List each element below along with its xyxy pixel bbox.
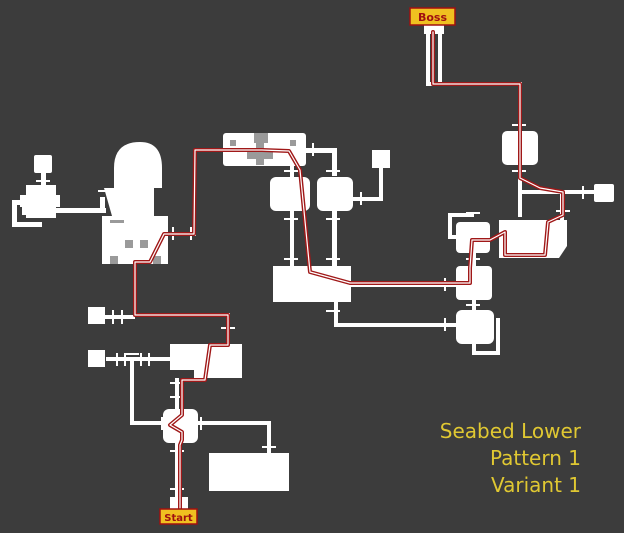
room-left-stub-b	[88, 350, 105, 367]
room-left-stub-a	[88, 307, 105, 324]
route-path	[133, 30, 565, 514]
room-right-far	[594, 184, 614, 202]
room-right-wide	[499, 220, 567, 258]
start-marker[interactable]: Start	[159, 508, 198, 525]
room-right-mid	[456, 266, 492, 300]
boss-marker[interactable]: Boss	[409, 7, 456, 26]
room-castle	[102, 142, 168, 264]
room-far-left-top	[34, 155, 52, 173]
room-lower-hall	[209, 453, 289, 491]
variant-label: Variant 1	[490, 473, 581, 497]
room-right-lower	[456, 310, 494, 344]
pattern-label: Pattern 1	[489, 446, 581, 470]
map-info: Seabed Lower Pattern 1 Variant 1	[440, 418, 581, 499]
area-name: Seabed Lower	[439, 419, 581, 443]
room-start-area	[163, 409, 198, 443]
route-line-inner	[134, 31, 564, 513]
room-top-right-small	[372, 150, 390, 168]
room-middle-right	[317, 177, 353, 211]
start-label: Start	[164, 513, 193, 524]
room-right-upper	[456, 222, 490, 253]
rooms	[20, 24, 614, 509]
boss-label: Boss	[418, 11, 447, 24]
